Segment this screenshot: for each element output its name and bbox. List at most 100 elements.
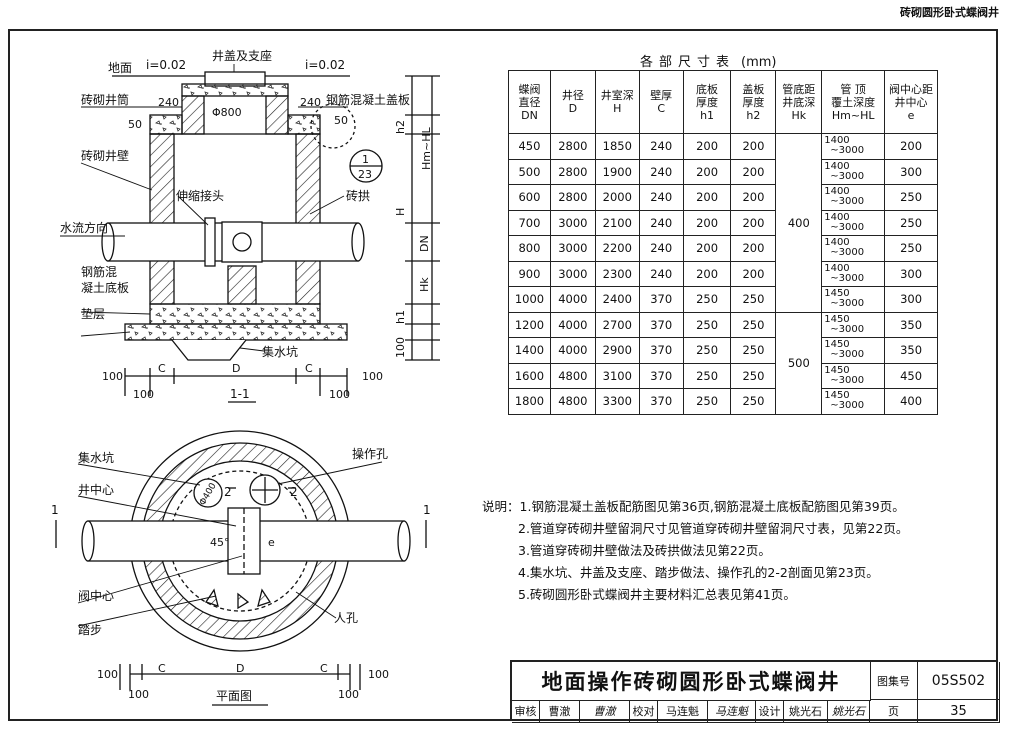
table-cell: 240 [638,133,684,160]
design-label: 设计 [756,700,784,723]
table-cell: 450 [508,133,551,160]
angle-45: 45° [210,536,230,549]
table-cell: 370 [638,286,684,313]
range-max: 3000 [838,323,865,335]
label-valve-center: 阀中心 [78,588,114,603]
table-cell: 200 [682,184,732,211]
table-cell: 1200 [508,311,551,338]
label-sump: 集水坑 [262,344,298,359]
dim-100-c: 100 [329,388,350,401]
dim-hk: Hk [418,277,431,292]
table-cell: 1900 [594,158,640,185]
range-max: 3000 [838,272,865,284]
plan-dim-100-d: 100 [368,668,389,681]
table-cell: 300 [884,286,938,313]
table-cell: 240 [638,209,684,236]
label-arch: 砖拱 [346,188,370,203]
dim-h2: h2 [394,120,407,134]
table-cell-range: 1450~3000 [821,311,886,338]
range-max-line: ~3000 [824,299,884,309]
table-cell: 200 [884,133,938,160]
dim-hm-hl: Hm~HL [420,127,433,170]
range-tilde: ~ [830,145,839,157]
range-max-line: ~3000 [824,401,884,411]
table-cell: 800 [508,235,551,262]
table-cell: 4000 [549,311,596,338]
table-cell: 250 [730,286,777,313]
table-cell: 400 [884,388,938,415]
table-cell: 200 [682,133,732,160]
table-header-line: 厚度 [742,95,765,109]
table-header-line: 蝶阀 [518,82,541,96]
label-joint: 伸缩接头 [176,188,224,203]
table-cell: 200 [682,235,732,262]
range-max-line: ~3000 [824,323,884,335]
dim-h1: h1 [394,310,407,324]
table-cell: 250 [682,388,732,415]
table-cell: 2400 [594,286,640,313]
dim-50-left: 50 [128,118,142,131]
table-title-text: 各部尺寸表 [640,55,736,70]
table-cell: 200 [730,133,777,160]
detail-ref-top: 1 [362,153,369,166]
table-cell: 200 [730,235,777,262]
table-cell: 2300 [594,260,640,287]
designer-name: 姚光石 [784,700,828,723]
label-cushion: 垫层 [81,306,105,321]
range-min: 1450 [824,339,850,351]
range-tilde: ~ [830,196,839,208]
plan-dim-c-right: C [320,662,328,675]
table-cell-range: 1450~3000 [821,388,886,415]
drawing-canvas: 地面 i=0.02 i=0.02 井盖及支座 砖砌井筒 钢筋混凝土盖板 砖砌井壁… [51,48,440,706]
range-max: 3000 [838,349,865,361]
range-max: 3000 [838,374,865,386]
table-header-line: D [568,102,578,115]
label-rc-base: 钢筋混 [81,264,117,279]
table-cell: 2100 [594,209,640,236]
table-cell: 300 [884,158,938,185]
table-cell: 200 [730,158,777,185]
cut-mark-left: 1 [51,503,59,517]
table-cell: 2200 [594,235,640,262]
note-4: 4.集水坑、井盖及支座、踏步做法、操作孔的2-2剖面见第23页。 [518,565,879,580]
table-header-line: 底板 [696,82,719,96]
checker-name: 马连魁 [658,700,708,723]
check-label: 校对 [630,700,658,723]
table-cell: 250 [682,337,732,364]
drawing-frame [8,29,998,721]
table-header-line: DN [521,108,538,122]
range-max-line: ~3000 [824,272,884,284]
table-header-line: 管 顶 [840,82,866,96]
range-tilde: ~ [830,400,839,412]
dim-100-b: 100 [133,388,154,401]
section-view [60,64,440,396]
range-min: 1450 [824,313,850,325]
dim-phi800: Φ800 [212,106,242,119]
dim-d: D [232,362,240,375]
table-cell: 350 [884,311,938,338]
table-cell: 370 [638,388,684,415]
table-cell: 200 [682,260,732,287]
plan-dim-100-a: 100 [97,668,118,681]
table-cell: 1800 [508,388,551,415]
range-tilde: ~ [830,298,839,310]
table-cell: 3000 [549,235,596,262]
table-cell: 370 [638,337,684,364]
title-block: 地面操作砖砌圆形卧式蝶阀井 图集号 05S502 审核 曹澈 曹澈 校对 马连魁… [510,660,1000,723]
atlas-label: 图集号 [870,662,918,700]
table-cell: 1850 [594,133,640,160]
section-labels: 地面 i=0.02 i=0.02 井盖及支座 砖砌井筒 钢筋混凝土盖板 砖砌井壁… [60,48,433,401]
label-manhole: 人孔 [334,611,358,625]
table-cell-range: 1400~3000 [821,209,886,236]
range-min: 1400 [824,262,850,274]
table-cell: 4800 [549,388,596,415]
